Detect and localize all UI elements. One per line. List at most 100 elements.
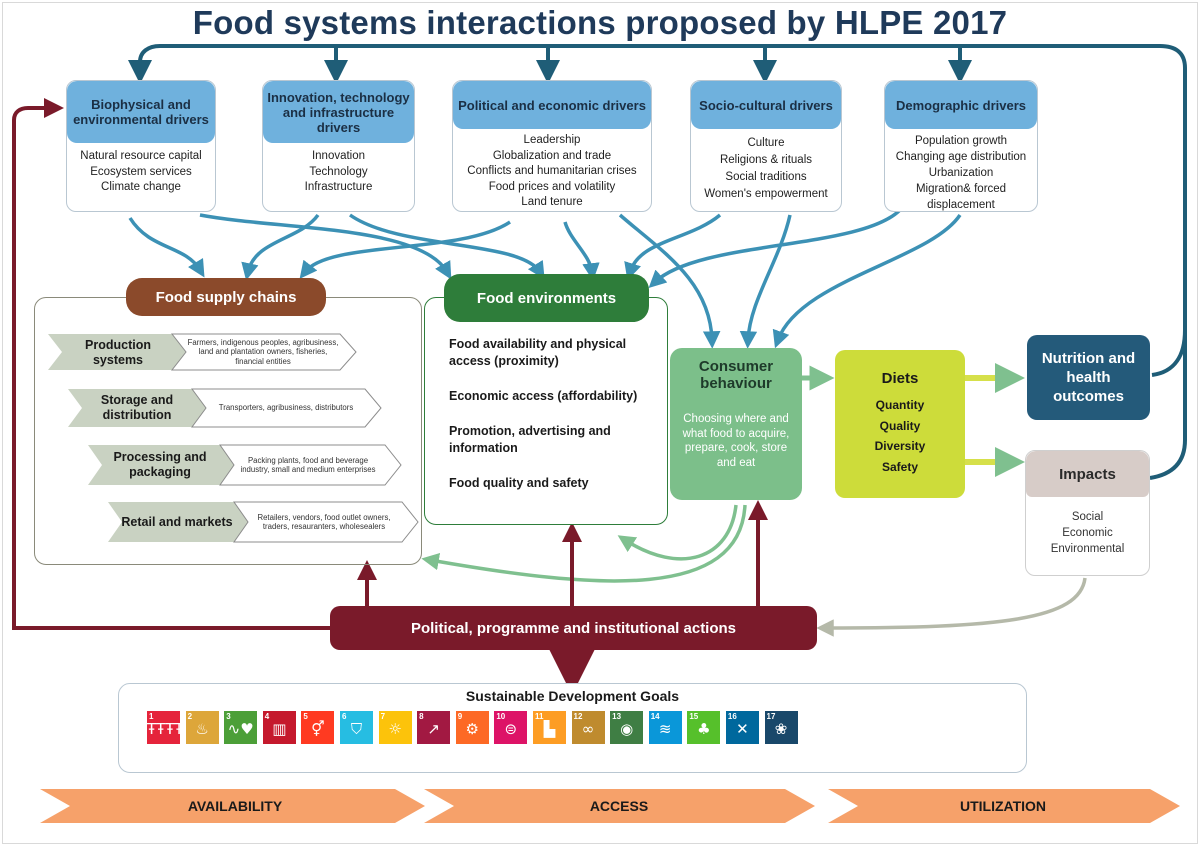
sdg-goal-17: 17❀: [764, 711, 798, 744]
chevron-processing: [88, 445, 234, 485]
consumer-desc: Choosing where and what food to acquire,…: [682, 413, 790, 469]
driver-heading: Biophysical and environmental drivers: [67, 81, 215, 143]
sdg-goal-icon: ∞: [581, 720, 595, 738]
driver-demographic: Demographic drivers Population growth Ch…: [884, 80, 1038, 212]
sdg-number: 12: [573, 712, 583, 721]
pillar-availability-shape: [40, 789, 425, 823]
driver-item: Infrastructure: [304, 181, 373, 193]
driver-item: Land tenure: [521, 196, 583, 208]
diet-item: Safety: [881, 459, 919, 474]
driver-arrows: [128, 208, 962, 349]
diet-item: Quantity: [875, 398, 925, 412]
sdg-number: 16: [727, 712, 737, 721]
sdg-goal-icon: ♨: [195, 720, 209, 738]
sdg-goal-icon: ⊜: [504, 720, 518, 738]
stage-desc: Packing plants, food and beverage indust…: [240, 455, 376, 475]
sdg-goal-15: 15♣: [687, 711, 721, 744]
sdg-goal-9: 9⚙: [455, 711, 489, 744]
sdg-number: 1: [149, 712, 154, 721]
sdg-goal-11: 11▙: [532, 711, 566, 744]
sdg-goal-icon: ♣: [697, 720, 711, 738]
page-title: Food systems interactions proposed by HL…: [192, 4, 1008, 41]
sdg-goal-2: 2♨: [185, 711, 219, 744]
food-environments-box: Food availability and physical access (p…: [424, 297, 668, 525]
stage-desc: Farmers, indigenous peoples, agribusines…: [187, 337, 339, 366]
sdg-number: 7: [380, 712, 386, 721]
sdg-goal-10: 10⊜: [494, 711, 528, 744]
driver-item: Ecosystem services: [90, 165, 192, 178]
chevron-storage: [68, 389, 206, 427]
chevron-production: [48, 334, 186, 370]
consumer-arrows: [421, 365, 835, 583]
driver-items: Natural resource capital Ecosystem servi…: [67, 143, 215, 196]
stage-label: Processing and packaging: [113, 450, 207, 479]
driver-socio-cultural: Socio-cultural drivers Culture Religions…: [690, 80, 842, 212]
diets-box: Diets Quantity Quality Diversity Safety: [835, 350, 965, 498]
sdg-number: 15: [689, 712, 699, 721]
driver-item: Migration& forced displacement: [915, 183, 1007, 211]
food-environments-items: Food availability and physical access (p…: [449, 336, 654, 492]
sdg-goal-13: 13◉: [610, 711, 644, 744]
pillar-arrows: [40, 789, 1180, 823]
sdg-goal-icon: ↗: [427, 720, 440, 738]
driver-innovation: Innovation, technology and infrastructur…: [262, 80, 415, 212]
pillar-access-shape: [424, 789, 815, 823]
sdg-number: 10: [496, 712, 506, 721]
fe-item: Economic access (affordability): [449, 389, 638, 403]
sdg-number: 3: [226, 712, 231, 721]
sdg-goal-icon: ☼: [388, 720, 402, 738]
driver-item: Population growth: [914, 135, 1008, 147]
pillar-availability: AVAILABILITY: [187, 798, 283, 814]
driver-items: Population growth Changing age distribut…: [885, 129, 1037, 213]
driver-item: Technology: [309, 165, 368, 178]
fe-item: Food availability and physical access (p…: [449, 337, 627, 368]
pillar-utilization: UTILIZATION: [959, 798, 1047, 814]
driver-items: Innovation Technology Infrastructure: [263, 143, 414, 196]
sdg-number: 6: [341, 712, 347, 721]
driver-heading: Socio-cultural drivers: [691, 81, 841, 129]
supply-chain-chevrons: [48, 333, 419, 543]
sdg-goal-12: 12∞: [571, 711, 605, 744]
stage-label: Storage and distribution: [100, 393, 174, 422]
sdg-goal-icon: ✕: [736, 720, 749, 738]
sdg-goal-icon: ≋: [658, 720, 672, 738]
sdg-number: 5: [303, 712, 308, 721]
sdg-goal-6: 6⛉: [339, 711, 373, 744]
sdg-number: 14: [650, 712, 660, 721]
sdg-number: 8: [419, 712, 424, 721]
sdg-goal-icon: ❀: [774, 720, 788, 738]
sdg-goal-icon: ⚙: [465, 720, 479, 738]
sdg-heading: Sustainable Development Goals: [465, 688, 680, 704]
sdg-number: 4: [264, 712, 270, 721]
fe-item: Food quality and safety: [449, 476, 589, 490]
driver-item: Culture: [747, 137, 785, 149]
pillar-access: ACCESS: [589, 798, 649, 814]
diet-arrows: [965, 363, 1025, 477]
driver-item: Urbanization: [928, 167, 994, 179]
diets-items: Quantity Quality Diversity Safety: [835, 387, 965, 477]
sdg-goal-icon: ⚥: [311, 720, 325, 738]
driver-item: Innovation: [311, 150, 366, 162]
sdg-number: 2: [187, 712, 193, 721]
nutrition-box: Nutrition and health outcomes: [1027, 335, 1150, 420]
impacts-feedback-arrow: [816, 577, 1087, 637]
impacts-items: Social Economic Environmental: [1026, 497, 1149, 557]
sdg-goal-5: 5⚥: [301, 711, 335, 744]
driver-item: Changing age distribution: [895, 151, 1027, 163]
stage-label: Production systems: [85, 338, 151, 367]
sdg-number: 9: [457, 712, 463, 721]
sdg-number: 17: [766, 712, 776, 721]
diet-item: Diversity: [874, 439, 926, 453]
driver-item: Climate change: [101, 181, 181, 193]
driver-item: Social traditions: [725, 171, 807, 183]
fe-item: Promotion, advertising and information: [449, 424, 611, 455]
driver-item: Natural resource capital: [80, 150, 202, 162]
sdg-goal-16: 16✕: [725, 711, 759, 744]
consumer-behaviour-box: Consumer behaviour Choosing where and wh…: [670, 348, 802, 500]
chevron-production-tail: [170, 333, 357, 371]
driver-item: Leadership: [523, 134, 581, 146]
